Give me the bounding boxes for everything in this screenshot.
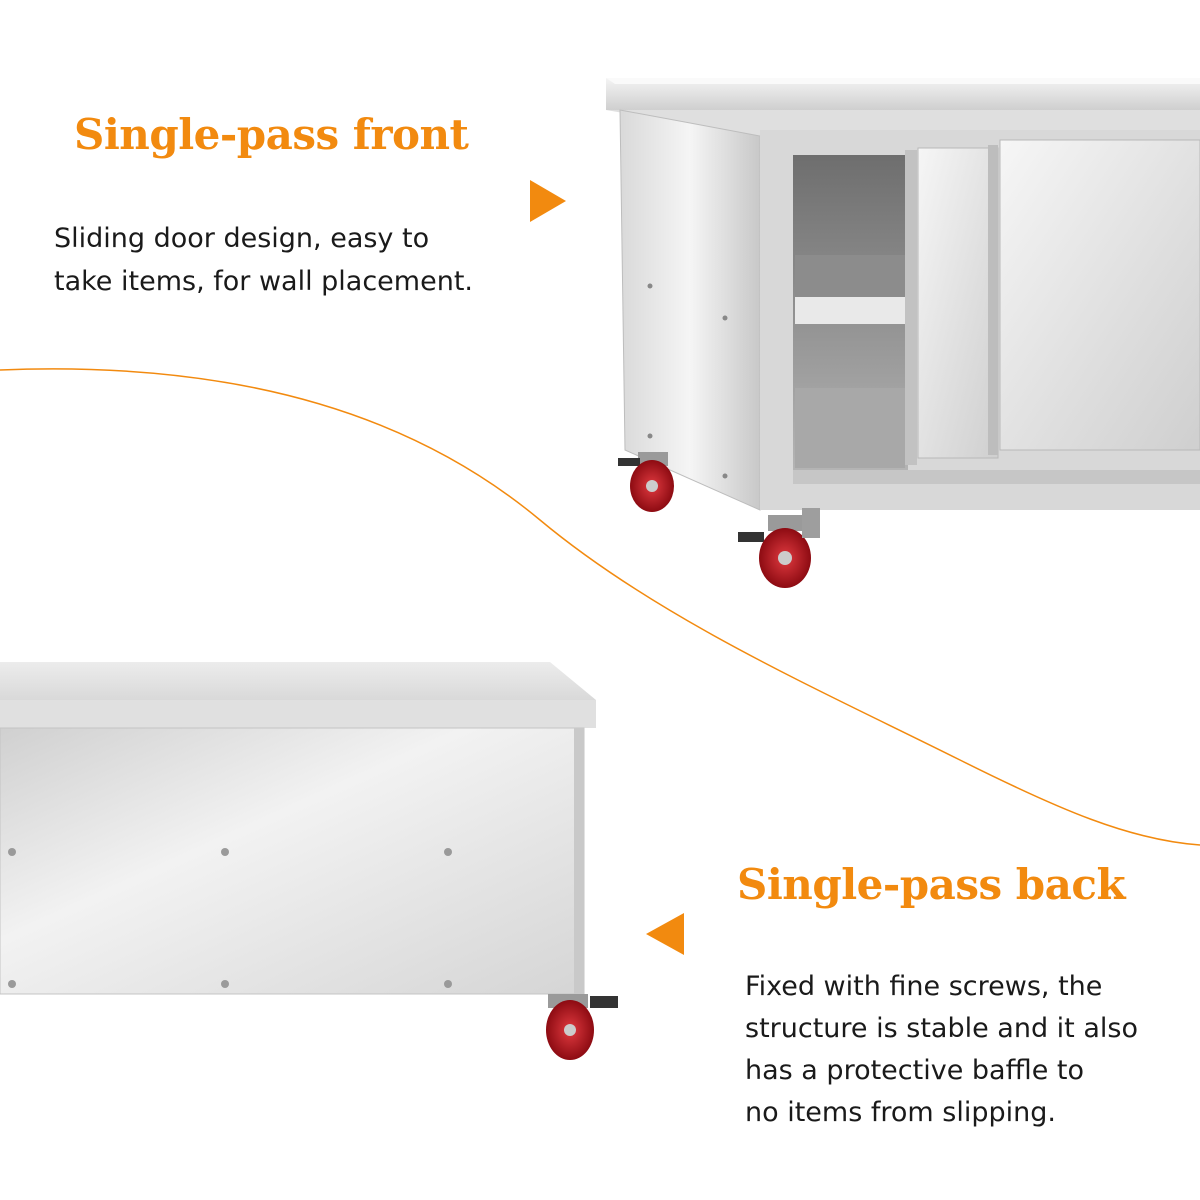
back-title: Single-pass back	[737, 860, 1126, 909]
front-description: Sliding door design, easy to take items,…	[54, 217, 473, 303]
caster-wheel-icon	[618, 452, 674, 512]
back-description: Fixed with fine screws, the structure is…	[745, 966, 1138, 1134]
caster-wheel-icon	[802, 508, 820, 538]
front-cabinet-image	[606, 78, 1200, 588]
arrow-right-icon	[530, 180, 566, 222]
back-description-line: structure is stable and it also	[745, 1013, 1138, 1044]
back-description-line: Fixed with fine screws, the	[745, 971, 1103, 1002]
front-description-line: take items, for wall placement.	[54, 266, 473, 297]
back-description-line: has a protective baffle to	[745, 1055, 1084, 1086]
caster-wheel-icon	[546, 994, 618, 1060]
front-title: Single-pass front	[74, 110, 469, 159]
back-description-line: no items from slipping.	[745, 1097, 1056, 1128]
back-cabinet-image	[0, 662, 618, 1060]
caster-wheel-icon	[738, 515, 811, 588]
arrow-left-icon	[646, 913, 684, 955]
front-description-line: Sliding door design, easy to	[54, 223, 430, 254]
